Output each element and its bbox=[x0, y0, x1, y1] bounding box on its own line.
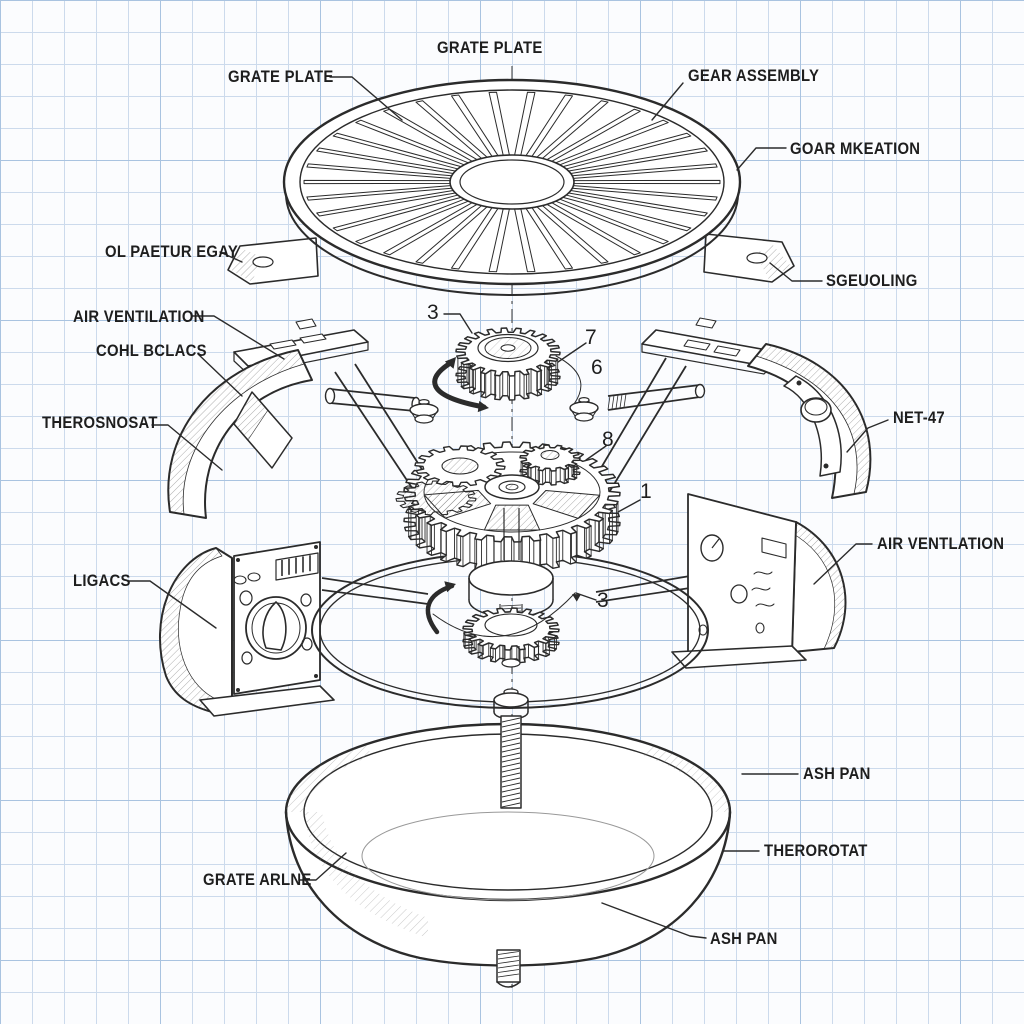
part-number-pinion: 8 bbox=[602, 428, 614, 451]
threaded-rod bbox=[493, 688, 529, 809]
part-number-lower-gear: 3 bbox=[597, 589, 609, 612]
label-therosnosat: THEROSNOSAT bbox=[42, 414, 158, 432]
grate-plate bbox=[227, 78, 795, 296]
label-air-ventilation-left: AIR VENTILATION bbox=[73, 308, 205, 326]
label-grate-plate-left: GRATE PLATE bbox=[228, 68, 334, 86]
label-sgeuoling: SGEUOLING bbox=[826, 272, 918, 290]
part-number-upper-gear: 3 bbox=[427, 301, 439, 324]
lower-gear-assembly bbox=[462, 508, 560, 668]
label-ligacs: LIGACS bbox=[73, 572, 131, 590]
label-ash-pan-bottom: ASH PAN bbox=[710, 930, 778, 948]
label-goar-mkeation: GOAR MKEATION bbox=[790, 140, 921, 158]
ash-pan bbox=[284, 722, 732, 988]
right-gauge-unit bbox=[671, 493, 847, 669]
label-therorotat: THEROROTAT bbox=[764, 842, 868, 860]
label-gear-assembly: GEAR ASSEMBLY bbox=[688, 67, 820, 85]
leader-lines bbox=[127, 76, 889, 939]
part-number-main-gear: 1 bbox=[640, 480, 652, 503]
left-control-unit bbox=[158, 541, 335, 717]
label-ash-pan-right: ASH PAN bbox=[803, 765, 871, 783]
label-ol-paetur-egay: OL PAETUR EGAY bbox=[105, 243, 239, 261]
main-gear-assembly bbox=[395, 441, 621, 573]
label-cohl-bclacs: COHL BCLACS bbox=[96, 342, 207, 360]
label-net-47: NET-47 bbox=[893, 409, 945, 427]
part-number-rod-right: 6 bbox=[591, 356, 603, 379]
part-number-washer-right: 7 bbox=[585, 326, 597, 349]
label-grate-plate-top: GRATE PLATE bbox=[437, 39, 543, 57]
label-air-ventlation-right: AIR VENTLATION bbox=[877, 535, 1005, 553]
label-grate-arlne: GRATE ARLNE bbox=[203, 871, 312, 889]
rotation-arrows bbox=[425, 355, 582, 638]
upper-gear bbox=[455, 327, 561, 401]
